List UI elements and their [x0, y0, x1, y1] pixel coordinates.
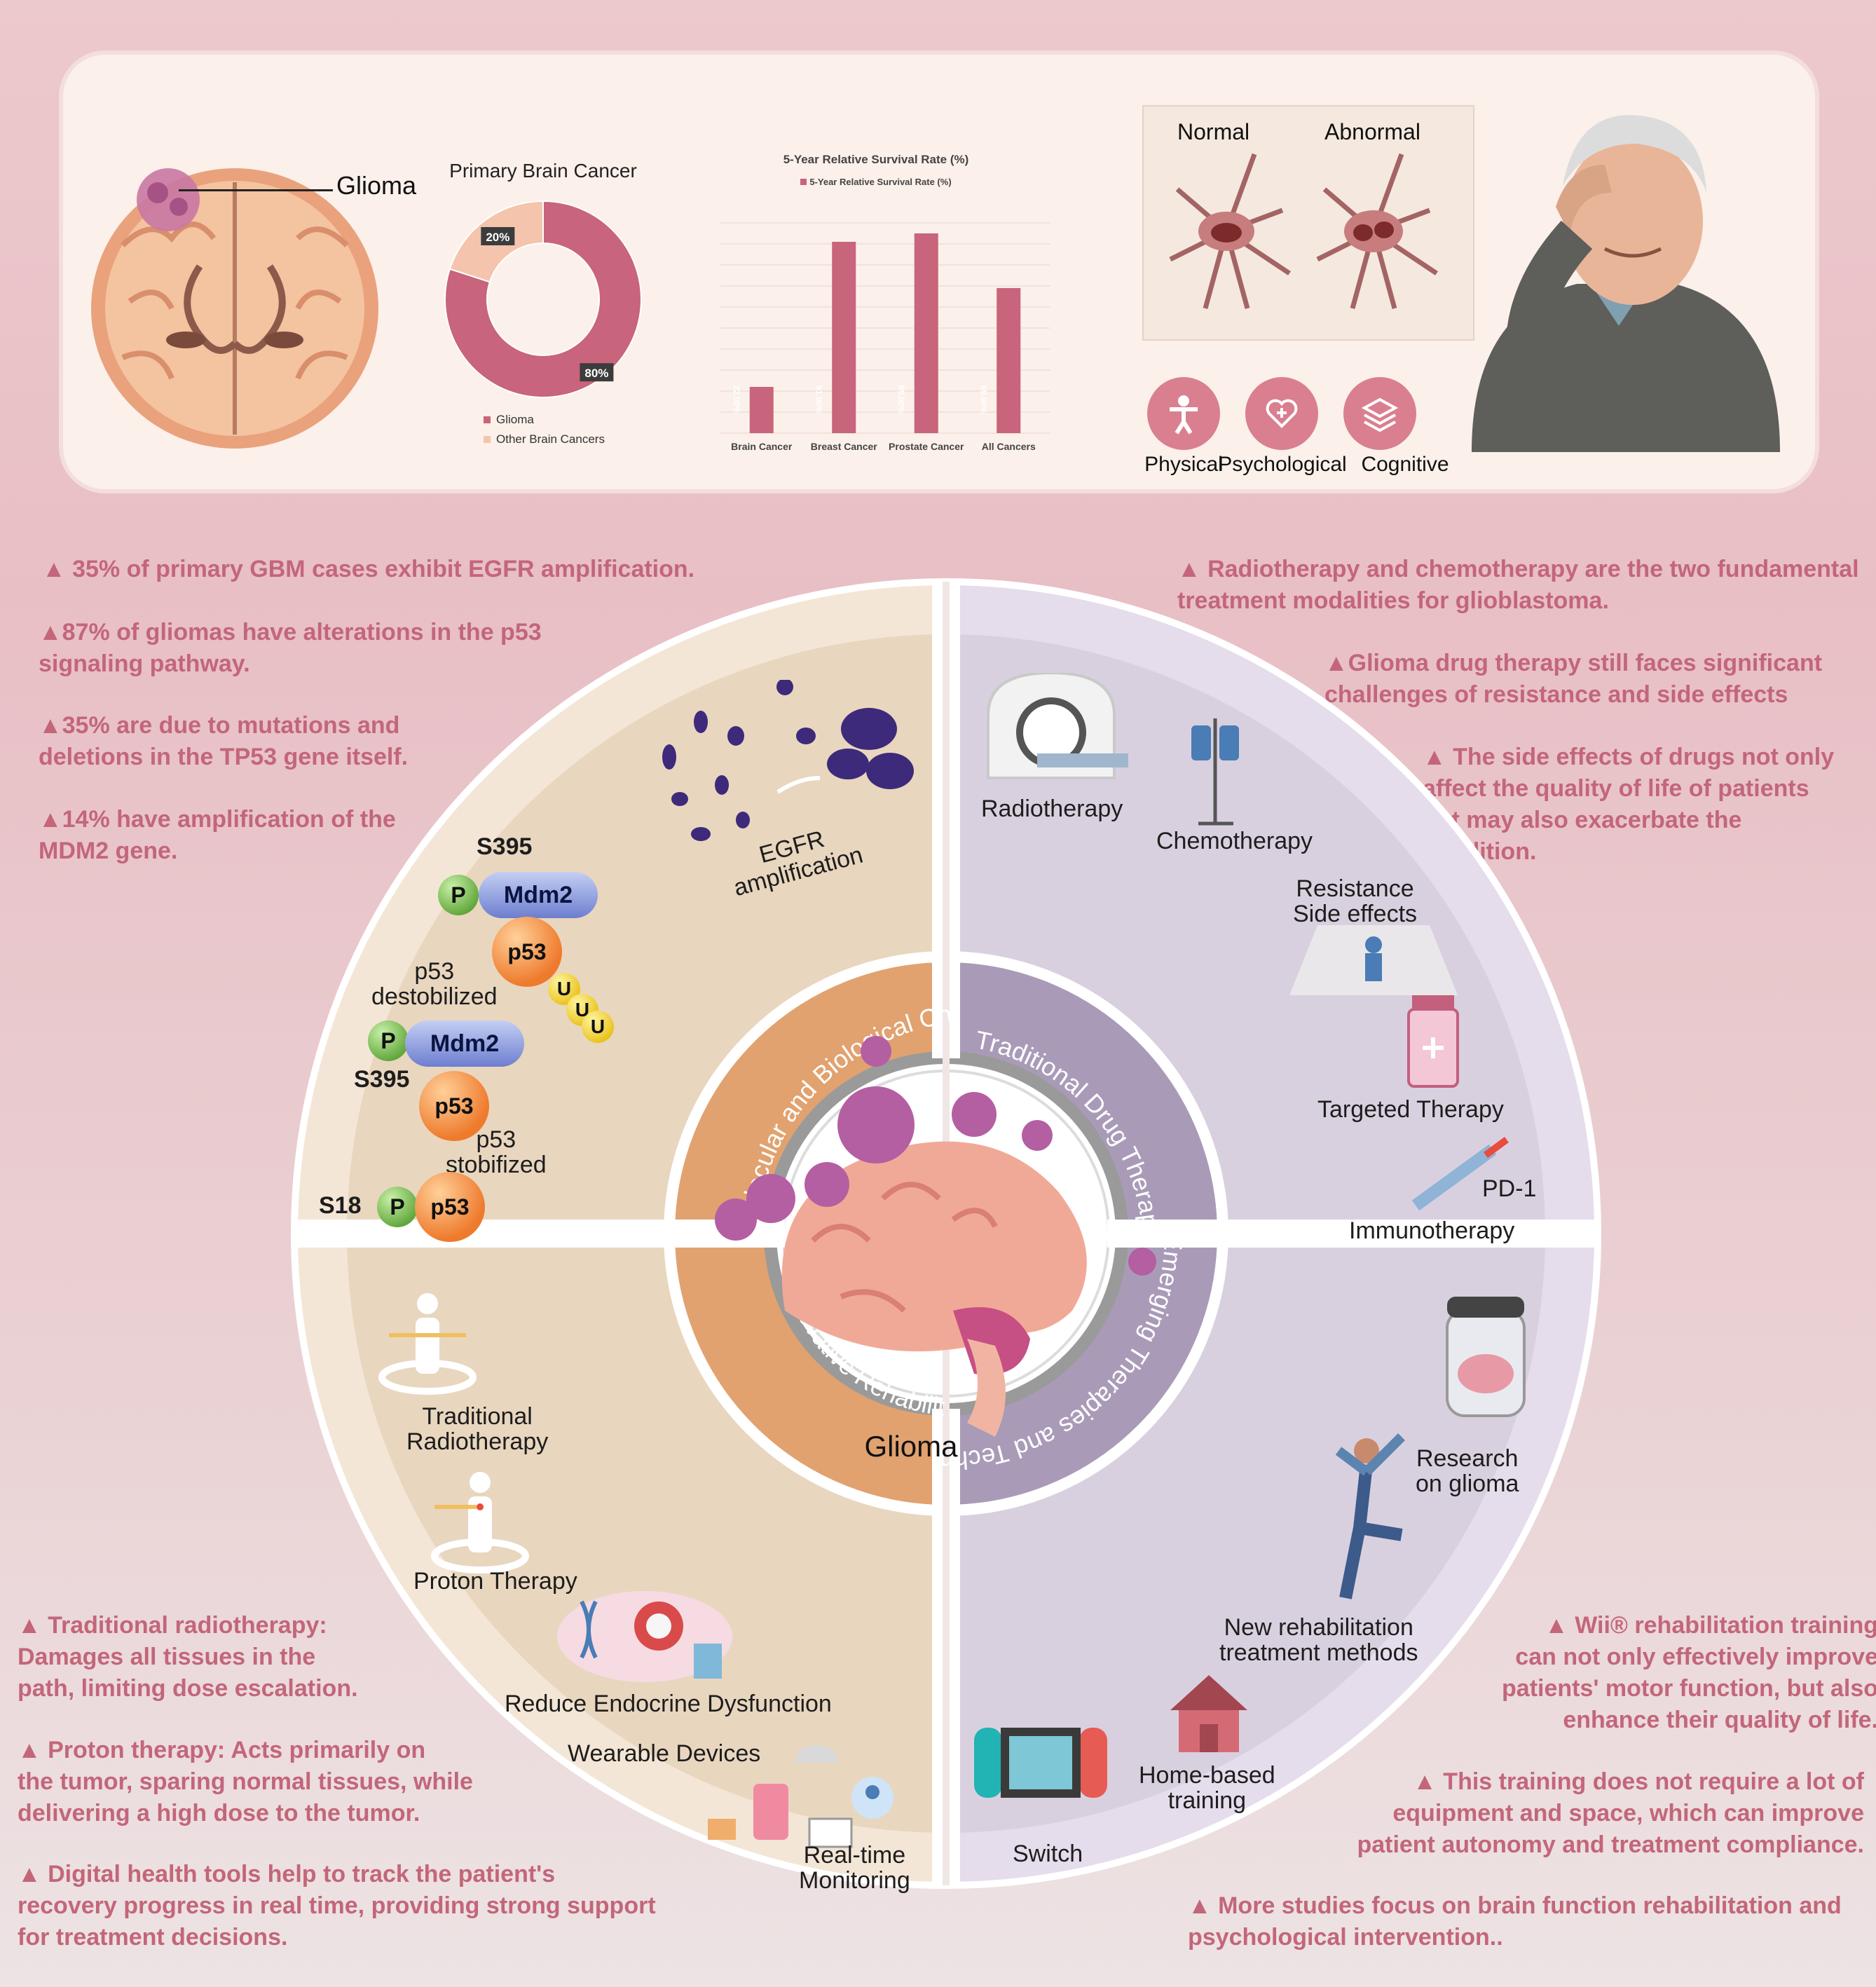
mdm2-2: Mdm2 [405, 1020, 524, 1067]
note-tp53: ▲35% are due to mutations and deletions … [39, 712, 409, 770]
syringe-icon [1411, 1136, 1509, 1211]
traditional-radiotherapy-icon [378, 1293, 477, 1395]
bar-category-label: Breast Cancer [811, 441, 877, 452]
cell-panel [1142, 105, 1474, 341]
pie-pct-label: 80% [580, 363, 614, 382]
normal-label: Normal [1177, 119, 1250, 144]
pie-slice-glioma [444, 200, 642, 398]
svg-text:80%: 80% [584, 367, 608, 380]
new-rehab-label: New rehabilitation treatment methods [1219, 1614, 1418, 1666]
pill-bottle-icon [1407, 995, 1459, 1088]
bar [832, 242, 856, 433]
legend-item: Other Brain Cancers [484, 430, 605, 449]
center-brain-icon [781, 1141, 1087, 1437]
bar-legend: 5-Year Relative Survival Rate (%) [729, 177, 1023, 187]
p53-ball-2: p53 [419, 1071, 489, 1141]
radiotherapy-label: Radiotherapy [981, 796, 1123, 822]
note-trad-radio: ▲ Traditional radiotherapy: Damages all … [18, 1612, 358, 1702]
abnormal-label: Abnormal [1324, 119, 1420, 144]
bar-value-label: 69.00% [978, 385, 988, 414]
laboratory-research-icon [557, 1591, 732, 1682]
psychological-label: Psychological [1218, 453, 1347, 476]
radiotherapy-machine-icon [987, 673, 1128, 779]
endocrine-label: Reduce Endocrine Dysfunction [505, 1691, 832, 1717]
phospho-ball-3: P [377, 1187, 418, 1227]
digital-health-icon [708, 1745, 894, 1848]
svg-text:20%: 20% [486, 231, 509, 244]
wearable-devices-label: Wearable Devices [568, 1740, 761, 1767]
bar [997, 288, 1021, 433]
realtime-monitoring-label: Real-time Monitoring [799, 1842, 910, 1894]
s395-label-2: S395 [354, 1066, 410, 1093]
note-side-effects: ▲ The side effects of drugs not only aff… [1423, 744, 1835, 865]
bar-title: 5-Year Relative Survival Rate (%) [783, 153, 969, 166]
immunotherapy-label: Immunotherapy [1349, 1217, 1515, 1244]
note-resistance: ▲Glioma drug therapy still faces signifi… [1324, 650, 1823, 708]
bar-category-label: Prostate Cancer [889, 441, 964, 452]
s395-label-1: S395 [477, 833, 533, 860]
phospho-ball-2: P [368, 1020, 409, 1061]
cognitive-icon [1343, 377, 1416, 450]
traditional-radiotherapy-label: Traditional Radiotherapy [406, 1403, 549, 1455]
virus-particles-icon [715, 1036, 1156, 1276]
note-studies: ▲ More studies focus on brain function r… [1188, 1892, 1842, 1951]
home-icon [1170, 1675, 1247, 1752]
note-proton: ▲ Proton therapy: Acts primarily on the … [18, 1737, 473, 1826]
mdm2-1: Mdm2 [479, 872, 598, 918]
note-mdm2: ▲14% have amplification of the MDM2 gene… [39, 806, 396, 864]
note-p53: ▲87% of gliomas have alterations in the … [39, 619, 542, 677]
bar-value-label: 22.00% [732, 385, 741, 414]
pie-pct-label: 20% [481, 227, 515, 246]
chemotherapy-label: Chemotherapy [1156, 828, 1313, 854]
proton-therapy-label: Proton Therapy [413, 1568, 577, 1595]
note-digital: ▲ Digital health tools help to track the… [18, 1861, 656, 1951]
iv-drip-icon [1191, 718, 1239, 826]
egfr-chromosome-icon [662, 680, 914, 841]
bar-value-label: 95.00% [896, 385, 906, 414]
bar-value-label: 91.00% [814, 385, 823, 414]
cognitive-label: Cognitive [1361, 453, 1449, 476]
note-wii: ▲ Wii® rehabilitation training can not o… [1502, 1612, 1876, 1733]
pie-title: Primary Brain Cancer [449, 160, 637, 182]
exercising-person-icon [1335, 1433, 1405, 1599]
physical-icon [1147, 377, 1220, 450]
resistance-label: Resistance Side effects [1293, 875, 1418, 927]
note-equipment: ▲ This training does not require a lot o… [1357, 1768, 1864, 1858]
ubiquitin-3: U [582, 1011, 614, 1043]
pd1-label: PD-1 [1482, 1175, 1537, 1202]
center-title: Glioma [864, 1430, 958, 1463]
game-console-icon [974, 1728, 1107, 1798]
research-label: Research on glioma [1416, 1445, 1519, 1497]
physical-label: Physical [1144, 453, 1223, 476]
bar [749, 387, 774, 433]
phospho-ball-1: P [438, 875, 479, 915]
tumor-mark [137, 168, 200, 231]
bar-category-label: All Cancers [982, 441, 1036, 452]
proton-therapy-icon [431, 1472, 529, 1573]
sad-patient-icon [1289, 925, 1458, 995]
s18-label: S18 [319, 1192, 362, 1219]
neuron-cells-illustration [1169, 153, 1438, 309]
p53-ball-1: p53 [492, 917, 562, 987]
elderly-patient-illustration [1472, 115, 1780, 452]
pie-legend: Glioma Other Brain Cancers [484, 410, 605, 449]
pie-chart: 80% 20% [444, 200, 642, 398]
note-egfr: ▲ 35% of primary GBM cases exhibit EGFR … [42, 556, 695, 582]
survival-bar-chart: 22.00% Brain Cancer 91.00% Breast Cancer 95.… [720, 222, 1050, 452]
psychological-icon [1245, 377, 1318, 450]
bar [914, 233, 938, 433]
glioma-pointer-line [179, 189, 333, 191]
targeted-therapy-label: Targeted Therapy [1317, 1096, 1504, 1123]
switch-label: Switch [1013, 1841, 1083, 1867]
note-radio-chemo: ▲ Radiotherapy and chemotherapy are the … [1177, 556, 1859, 614]
p53-destabilized-label: p53 destobilized [371, 958, 498, 1010]
brain-slice-illustration [91, 168, 378, 449]
bar-category-label: Brain Cancer [731, 441, 793, 452]
brain-specimen-jar-icon [1446, 1297, 1526, 1417]
p53-ball-3: p53 [415, 1172, 485, 1242]
p53-stabilized-label: p53 stobifized [446, 1126, 547, 1178]
glioma-label: Glioma [336, 171, 417, 200]
home-training-label: Home-based training [1139, 1762, 1275, 1814]
legend-item: Glioma [484, 410, 605, 430]
